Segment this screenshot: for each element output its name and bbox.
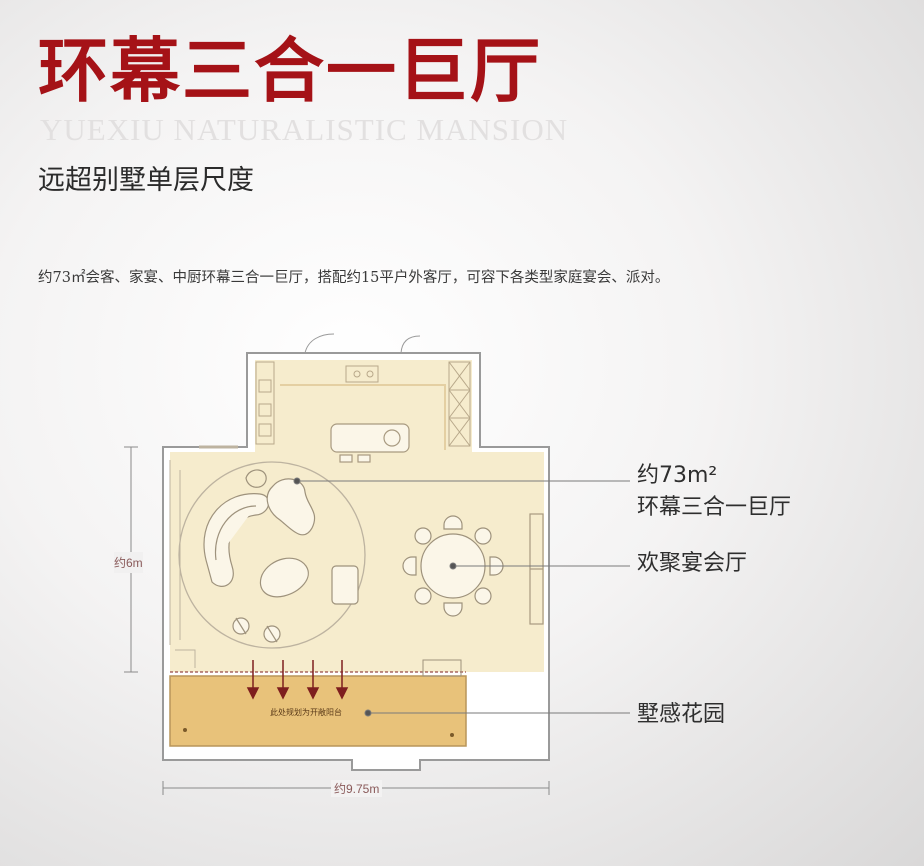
balcony-arrows bbox=[246, 660, 349, 700]
kitchen-cabinets bbox=[255, 361, 471, 447]
brand-watermark: YUEXIU NATURALISTIC MANSION bbox=[40, 112, 569, 147]
callout-banquet: 欢聚宴会厅 bbox=[637, 551, 748, 576]
page-subtitle: 远超别墅单层尺度 bbox=[38, 165, 254, 196]
callout-garden: 墅感花园 bbox=[637, 702, 726, 727]
armchair bbox=[331, 565, 359, 605]
tv-cabinet bbox=[529, 513, 544, 625]
dimension-height-label: 约6m bbox=[114, 552, 143, 573]
living-area-circle bbox=[178, 461, 366, 649]
callout-leaders bbox=[293, 477, 630, 717]
side-chairs bbox=[232, 617, 281, 643]
sofa bbox=[203, 493, 270, 587]
balcony-note: 此处规划为开敞阳台 bbox=[270, 708, 342, 717]
callout-hall-area: 约73m² bbox=[637, 463, 718, 488]
kitchen-island bbox=[330, 423, 410, 463]
page-title: 环幕三合一巨厅 bbox=[38, 29, 542, 112]
page-description: 约73㎡会客、家宴、中厨环幕三合一巨厅，搭配约15平户外客厅，可容下各类型家庭宴… bbox=[38, 270, 670, 286]
dimension-width-label: 约9.75m bbox=[331, 780, 383, 797]
coffee-table bbox=[259, 557, 309, 598]
callout-hall-name: 环幕三合一巨厅 bbox=[637, 495, 792, 520]
floor-lamp bbox=[245, 469, 267, 488]
